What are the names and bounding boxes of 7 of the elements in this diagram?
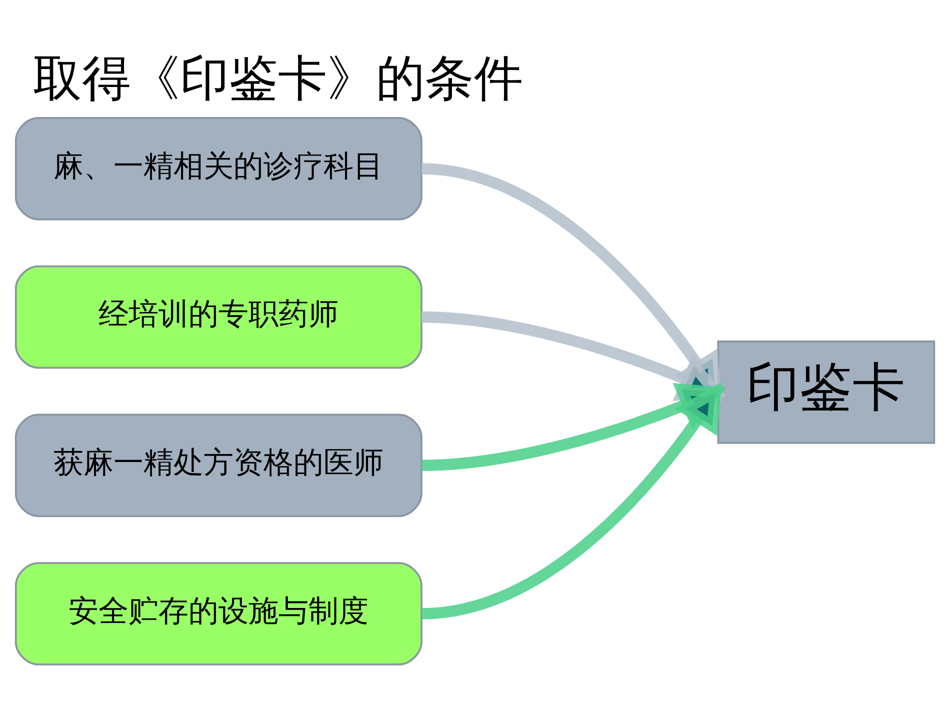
- node-box: 印鉴卡: [717, 340, 936, 444]
- arrow: [421, 382, 722, 620]
- node-box: 麻、一精相关的诊疗科目: [14, 117, 422, 220]
- diagram-title: 取得《印鉴卡》的条件: [32, 50, 523, 108]
- node-box: 安全贮存的设施与制度: [14, 562, 422, 666]
- node-box: 经培训的专职药师: [14, 265, 422, 369]
- node-box: 获麻一精处方资格的医师: [14, 414, 422, 518]
